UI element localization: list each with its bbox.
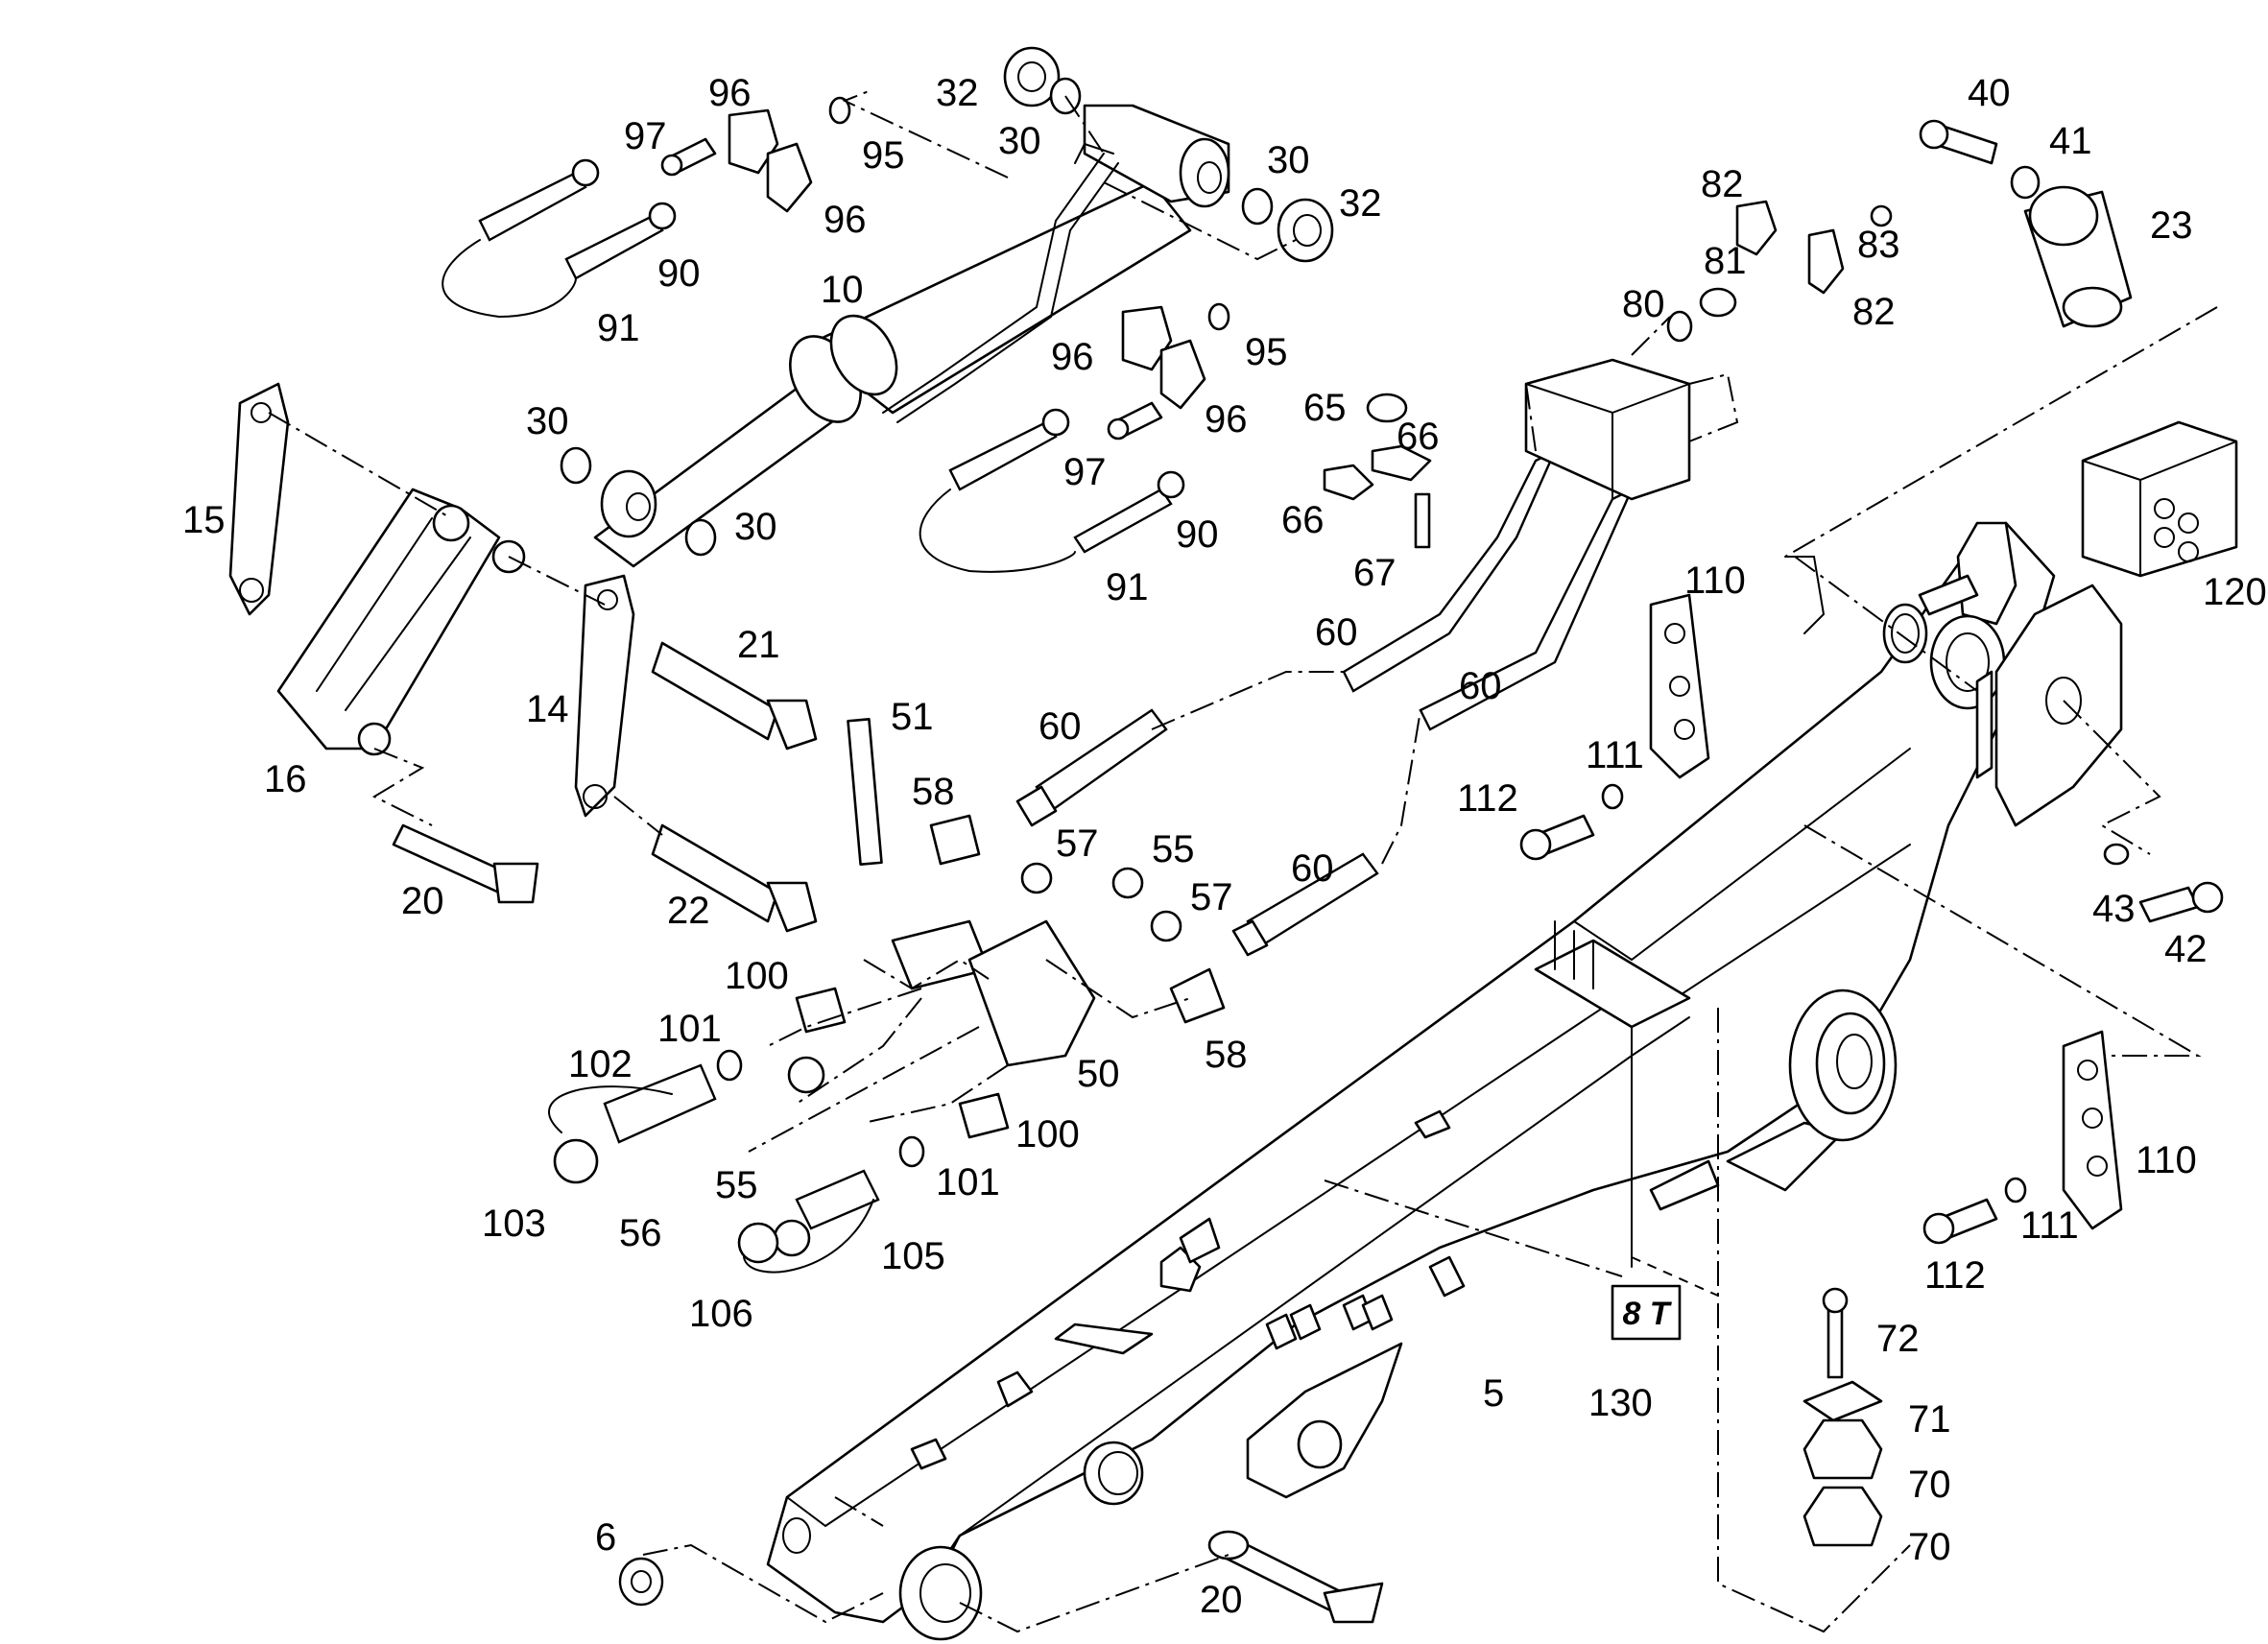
- callout-20: 20: [1200, 1579, 1243, 1621]
- callout-91: 91: [597, 307, 640, 349]
- callout-58: 58: [1205, 1034, 1248, 1076]
- callout-41: 41: [2049, 120, 2092, 162]
- callout-40: 40: [1968, 72, 2011, 114]
- callout-111: 111: [1586, 734, 1644, 776]
- callout-83: 83: [1857, 224, 1900, 266]
- callout-96: 96: [824, 199, 867, 241]
- callout-57: 57: [1056, 822, 1099, 865]
- callout-81: 81: [1704, 240, 1747, 282]
- callout-43: 43: [2092, 888, 2136, 930]
- callout-100: 100: [725, 955, 789, 997]
- callout-96: 96: [708, 72, 752, 114]
- callout-67: 67: [1353, 552, 1397, 594]
- callout-16: 16: [264, 758, 307, 800]
- callout-112: 112: [1457, 777, 1518, 820]
- right-pin-group: [1919, 119, 2133, 328]
- callout-110: 110: [2136, 1139, 2197, 1181]
- callout-71: 71: [1908, 1398, 1951, 1441]
- callout-51: 51: [891, 696, 934, 738]
- callout-95: 95: [862, 134, 905, 177]
- callout-42: 42: [2164, 928, 2208, 970]
- callout-6: 6: [595, 1516, 616, 1559]
- callout-70: 70: [1908, 1464, 1951, 1506]
- callout-100: 100: [1015, 1113, 1080, 1156]
- hydraulic-cylinder: [593, 104, 1230, 568]
- callout-70: 70: [1908, 1526, 1951, 1568]
- callout-97: 97: [624, 115, 667, 157]
- leader-lines: [268, 90, 2218, 1633]
- callout-103: 103: [482, 1203, 546, 1245]
- upper-pin-group: [442, 96, 851, 319]
- callout-106: 106: [689, 1293, 753, 1335]
- callout-120: 120: [2203, 571, 2267, 613]
- callout-112: 112: [1924, 1254, 1986, 1297]
- washers-and-bushings: [560, 46, 1334, 557]
- callout-57: 57: [1190, 876, 1233, 918]
- callout-14: 14: [526, 688, 569, 730]
- callout-72: 72: [1876, 1318, 1920, 1360]
- lower-pin-group: [919, 302, 1230, 573]
- callout-60: 60: [1315, 611, 1358, 654]
- callout-96: 96: [1205, 398, 1248, 441]
- callout-66: 66: [1281, 499, 1325, 541]
- bottom-parts: [618, 1530, 1384, 1624]
- callout-5: 5: [1483, 1372, 1504, 1415]
- callout-32: 32: [936, 72, 979, 114]
- callout-22: 22: [667, 890, 710, 932]
- callout-30: 30: [526, 400, 569, 442]
- callout-23: 23: [2150, 204, 2193, 247]
- callout-95: 95: [1245, 331, 1288, 373]
- callout-21: 21: [737, 624, 780, 666]
- callout-105: 105: [881, 1235, 945, 1277]
- callout-101: 101: [936, 1161, 1000, 1203]
- callout-80: 80: [1622, 283, 1665, 325]
- id-plate: 8 T: [1611, 1284, 1682, 1341]
- callout-56: 56: [619, 1212, 662, 1254]
- hydraulic-hoses: [1015, 448, 1635, 957]
- callout-82: 82: [1852, 291, 1896, 333]
- callout-91: 91: [1106, 566, 1149, 608]
- callout-60: 60: [1459, 665, 1502, 707]
- callout-32: 32: [1339, 182, 1382, 225]
- callout-60: 60: [1291, 847, 1334, 890]
- callout-58: 58: [912, 771, 955, 813]
- callout-55: 55: [1152, 828, 1195, 870]
- callout-30: 30: [734, 506, 777, 548]
- bracket-group: [1519, 593, 2224, 1245]
- callout-50: 50: [1077, 1053, 1120, 1095]
- callout-20: 20: [401, 880, 444, 922]
- valve-block-120: [2081, 420, 2238, 578]
- callout-130: 130: [1588, 1382, 1653, 1424]
- callout-90: 90: [657, 252, 701, 295]
- callout-97: 97: [1063, 451, 1107, 493]
- callout-66: 66: [1397, 416, 1440, 458]
- valve-fittings-group: [548, 718, 1226, 1274]
- manifold-block: [1323, 200, 1893, 549]
- callout-10: 10: [821, 269, 864, 311]
- callout-15: 15: [182, 499, 226, 541]
- callout-101: 101: [657, 1008, 722, 1050]
- callout-labels: 96 97 32 30 95 96 90 91 10 30 32 96 95 9…: [182, 72, 2267, 1621]
- callout-96: 96: [1051, 336, 1094, 378]
- boom-arm: [766, 521, 2123, 1641]
- clamp-stack: [1802, 1287, 1883, 1547]
- callout-30: 30: [1267, 139, 1310, 181]
- linkage-group: [228, 382, 818, 933]
- callout-90: 90: [1176, 513, 1219, 556]
- callout-82: 82: [1701, 163, 1744, 205]
- callout-110: 110: [1684, 560, 1746, 602]
- callout-102: 102: [568, 1043, 633, 1085]
- callout-65: 65: [1303, 387, 1347, 429]
- plate-label: 8 T: [1622, 1296, 1672, 1332]
- callout-30: 30: [998, 120, 1041, 162]
- callout-111: 111: [2020, 1204, 2079, 1247]
- callout-60: 60: [1039, 705, 1082, 748]
- callout-55: 55: [715, 1164, 758, 1206]
